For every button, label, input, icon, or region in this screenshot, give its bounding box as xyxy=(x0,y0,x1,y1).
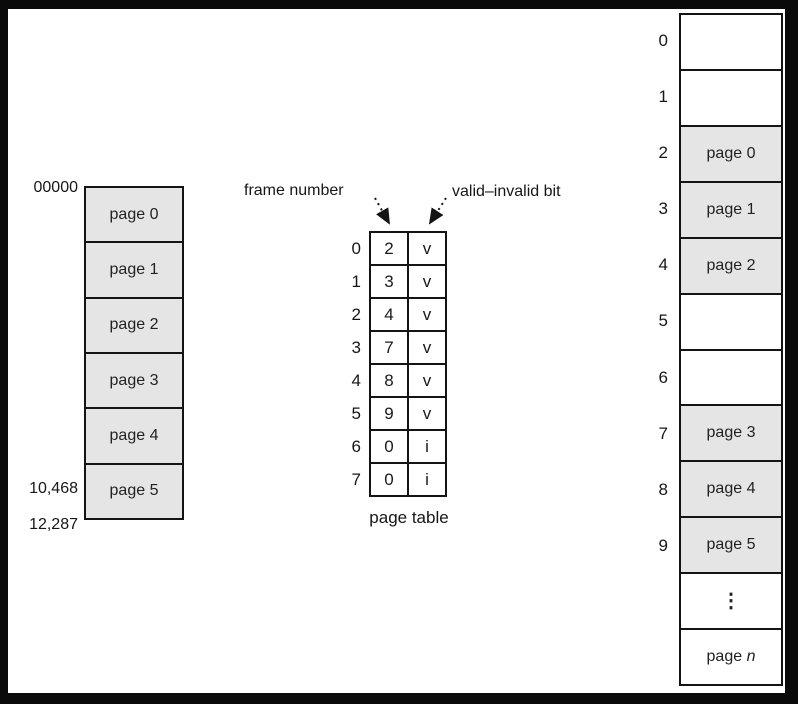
page-table-index: 3 xyxy=(351,337,361,357)
logical-page-cell: page 2 xyxy=(86,298,182,354)
page-table-index: 2 xyxy=(351,304,361,324)
frame-number-label: frame number xyxy=(244,182,344,199)
logical-page-label: page 3 xyxy=(109,371,159,389)
frame-index xyxy=(634,630,670,686)
valid-bit-cell: v xyxy=(407,231,447,266)
frame-number-cell: 3 xyxy=(369,264,409,299)
page-table-index: 6 xyxy=(351,436,361,456)
page-table-row: 0 2 v xyxy=(344,231,447,266)
frame-index: 9 xyxy=(658,535,668,555)
frame-content-label: page 2 xyxy=(706,256,756,274)
page-table-row: 5 9 v xyxy=(344,396,447,431)
valid-bit-cell: v xyxy=(407,396,447,431)
logical-address-10468: 10,468 xyxy=(29,480,78,497)
physical-frame-cell xyxy=(681,350,781,407)
logical-page-cell: page 3 xyxy=(86,353,182,410)
page-table-index: 4 xyxy=(351,370,361,390)
page-n-variable: n xyxy=(746,648,756,666)
page-table-index: 0 xyxy=(351,238,361,258)
frame-number-cell: 7 xyxy=(369,330,409,365)
vertical-ellipsis: ⋮ xyxy=(721,590,741,613)
frame-index: 6 xyxy=(658,367,668,387)
valid-bit-cell: i xyxy=(407,462,447,497)
frame-index: 4 xyxy=(658,255,668,275)
frame-content-label: page n xyxy=(707,648,756,666)
frame-content-label: page 5 xyxy=(706,536,756,554)
page-table-row: 7 0 i xyxy=(344,462,447,497)
valid-bit-cell: v xyxy=(407,363,447,398)
valid-invalid-bit-label: valid–invalid bit xyxy=(452,183,561,200)
frame-content-label: page 3 xyxy=(706,424,756,442)
physical-frame-cell xyxy=(681,15,781,71)
page-table-row: 4 8 v xyxy=(344,363,447,398)
page-table: 0 2 v 1 3 v 2 4 v 3 7 v 4 8 v 5 9 v xyxy=(344,231,447,497)
physical-frame-cell: page 5 xyxy=(681,518,781,575)
page-table-index: 1 xyxy=(351,271,361,291)
physical-frame-cell: page 2 xyxy=(681,238,781,295)
frame-index: 0 xyxy=(658,31,668,51)
frame-index: 8 xyxy=(658,479,668,499)
physical-memory-column: page 0 page 1 page 2 page 3 page 4 page … xyxy=(679,13,783,686)
physical-frame-cell-ellipsis: ⋮ xyxy=(681,574,781,631)
frame-index: 7 xyxy=(658,423,668,443)
logical-page-label: page 4 xyxy=(109,426,159,444)
page-table-row: 1 3 v xyxy=(344,264,447,299)
logical-page-label: page 1 xyxy=(109,260,159,278)
valid-bit-cell: v xyxy=(407,330,447,365)
logical-address-top: 00000 xyxy=(33,179,79,196)
frame-index: 5 xyxy=(658,311,668,331)
logical-memory-column: page 0 page 1 page 2 page 3 page 4 page … xyxy=(84,186,184,520)
logical-page-cell: page 0 xyxy=(86,188,182,244)
logical-page-label: page 5 xyxy=(109,482,159,500)
physical-frame-cell: page 0 xyxy=(681,126,781,183)
logical-page-cell: page 1 xyxy=(86,243,182,299)
logical-page-label: page 2 xyxy=(109,316,159,334)
frame-index: 2 xyxy=(658,143,668,163)
page-table-caption: page table xyxy=(369,508,449,527)
logical-page-cell: page 5 xyxy=(86,464,182,518)
frame-number-cell: 4 xyxy=(369,297,409,332)
logical-address-12287: 12,287 xyxy=(29,516,78,533)
page-n-prefix: page xyxy=(706,648,747,666)
physical-frame-cell: page 4 xyxy=(681,462,781,519)
physical-frame-cell xyxy=(681,70,781,127)
page-table-row: 3 7 v xyxy=(344,330,447,365)
physical-frame-cell: page n xyxy=(681,630,781,685)
frame-number-cell: 8 xyxy=(369,363,409,398)
logical-page-label: page 0 xyxy=(109,205,159,223)
physical-frame-cell: page 3 xyxy=(681,406,781,463)
page-table-index: 7 xyxy=(351,469,361,489)
physical-frame-cell xyxy=(681,294,781,351)
frame-index: 1 xyxy=(658,87,668,107)
frame-number-cell: 0 xyxy=(369,429,409,464)
frame-content-label: page 4 xyxy=(706,480,756,498)
frame-content-label: page 0 xyxy=(706,144,756,162)
valid-bit-cell: v xyxy=(407,297,447,332)
frame-number-cell: 2 xyxy=(369,231,409,266)
logical-page-cell: page 4 xyxy=(86,409,182,465)
frame-number-cell: 0 xyxy=(369,462,409,497)
physical-frame-cell: page 1 xyxy=(681,182,781,239)
page-table-row: 2 4 v xyxy=(344,297,447,332)
frame-index xyxy=(634,574,670,630)
frame-number-cell: 9 xyxy=(369,396,409,431)
page-table-row: 6 0 i xyxy=(344,429,447,464)
frame-content-label: page 1 xyxy=(706,200,756,218)
page-table-index: 5 xyxy=(351,403,361,423)
valid-bit-cell: v xyxy=(407,264,447,299)
physical-frame-indices: 0 1 2 3 4 5 6 7 8 9 xyxy=(634,13,670,686)
valid-bit-cell: i xyxy=(407,429,447,464)
frame-index: 3 xyxy=(658,199,668,219)
